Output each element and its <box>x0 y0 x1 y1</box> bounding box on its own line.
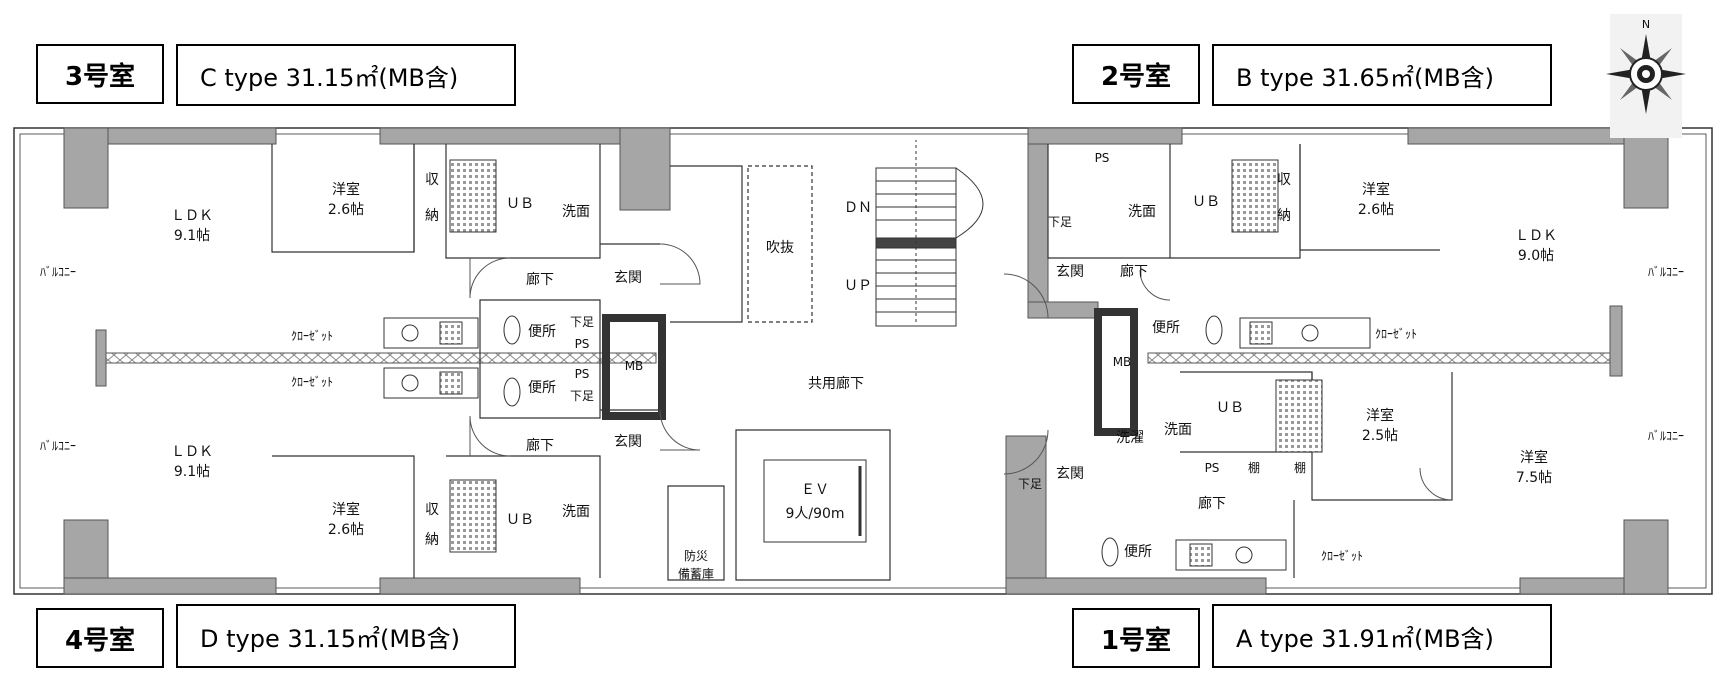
unit-number-1: 1号室 <box>1072 608 1200 668</box>
room-label-closet-2: ｸﾛｰｾﾞｯﾄ <box>1375 327 1417 341</box>
room-label-closet-3: ｸﾛｰｾﾞｯﾄ <box>291 329 333 343</box>
room-label-western-1b: 洋室 <box>1520 449 1548 466</box>
bathtub-1 <box>1275 379 1323 453</box>
room-label-area-3: 2.6帖 <box>328 202 364 218</box>
room-label-balcony-3: ﾊﾞﾙｺﾆｰ <box>40 265 76 279</box>
room-label-shoebox-4: 下足 <box>570 389 594 403</box>
room-label-area-2: 2.6帖 <box>1358 202 1394 218</box>
room-label-shelf-1a: 棚 <box>1248 460 1260 475</box>
unit-type-1: A type 31.91㎡(MB含) <box>1212 604 1552 668</box>
room-label-storage-top-2: 収 <box>1277 172 1291 188</box>
room-label-wash-4: 洗面 <box>562 504 590 520</box>
unit-type-2: B type 31.65㎡(MB含) <box>1212 44 1552 106</box>
room-label-ldk-area-4: 9.1帖 <box>174 464 210 480</box>
unit-type-4: D type 31.15㎡(MB含) <box>176 604 516 668</box>
elevator-label: ＥＶ <box>801 482 829 498</box>
room-label-corridor-3: 廊下 <box>526 271 554 288</box>
room-label-shelf-1b: 棚 <box>1294 460 1306 475</box>
room-label-western-3: 洋室 <box>332 181 360 198</box>
room-label-ldk-4: ＬＤＫ <box>171 444 213 460</box>
room-label-ub-1: ＵＢ <box>1216 400 1244 416</box>
elevator-shaft <box>763 459 867 543</box>
room-label-entrance-3: 玄関 <box>614 269 642 286</box>
room-label-toilet-1: 便所 <box>1124 544 1152 560</box>
room-label-storage-top-3: 収 <box>425 172 439 188</box>
stairs-up-label: ＵＰ <box>844 278 872 294</box>
room-label-ub-4: ＵＢ <box>506 512 534 528</box>
room-label-ldk-area-2: 9.0帖 <box>1518 248 1554 264</box>
room-label-ps-4: PS <box>575 367 590 381</box>
unit-type-3: C type 31.15㎡(MB含) <box>176 44 516 106</box>
room-label-ldk-area-3: 9.1帖 <box>174 228 210 244</box>
room-label-common-corridor: 共用廊下 <box>808 375 864 392</box>
room-label-ub-2: ＵＢ <box>1192 194 1220 210</box>
bathtub-2 <box>1231 159 1279 233</box>
room-label-toilet-2: 便所 <box>1152 320 1180 336</box>
elevator-capacity-label: 9人/90m <box>785 506 844 522</box>
room-label-laundry-1: 洗濯 <box>1116 430 1144 446</box>
room-label-entrance-4: 玄関 <box>614 433 642 450</box>
kitchen-3 <box>383 317 479 349</box>
room-label-void: 吹抜 <box>766 240 794 256</box>
door-swings <box>469 243 1453 501</box>
room-label-storage-top-4: 収 <box>425 502 439 518</box>
room-label-closet-4: ｸﾛｰｾﾞｯﾄ <box>291 375 333 389</box>
room-label-toilet-4: 便所 <box>528 380 556 396</box>
room-label-corridor-4: 廊下 <box>526 437 554 454</box>
room-label-ldk-2: ＬＤＫ <box>1515 228 1557 244</box>
disaster-storage-label-2: 備蓄庫 <box>678 566 714 581</box>
room-label-ps-2: PS <box>1095 151 1110 165</box>
room-label-entrance-1: 玄関 <box>1056 465 1084 482</box>
building-outline <box>13 127 1713 595</box>
room-label-closet-1: ｸﾛｰｾﾞｯﾄ <box>1321 549 1363 563</box>
partition-wall-right <box>1147 352 1621 364</box>
room-label-western-1a: 洋室 <box>1366 407 1394 424</box>
stairs-down-label: ＤＮ <box>844 200 872 216</box>
unit-number-4: 4号室 <box>36 608 164 668</box>
room-label-entrance-2: 玄関 <box>1056 263 1084 280</box>
room-label-toilet-3: 便所 <box>528 324 556 340</box>
room-label-storage-bottom-2: 納 <box>1277 208 1291 224</box>
room-label-wash-3: 洗面 <box>562 204 590 220</box>
unit-number-2: 2号室 <box>1072 44 1200 104</box>
room-label-shoebox-3: 下足 <box>570 315 594 329</box>
disaster-storage-label-1: 防災 <box>684 548 708 563</box>
interior-walls <box>271 144 1453 581</box>
fixtures <box>383 159 1371 571</box>
compass-north-label: N <box>1642 18 1650 31</box>
staircase <box>875 140 984 327</box>
room-label-wash-2: 洗面 <box>1128 204 1156 220</box>
room-label-area-4: 2.6帖 <box>328 522 364 538</box>
room-label-corridor-2: 廊下 <box>1120 263 1148 280</box>
room-label-ldk-3: ＬＤＫ <box>171 208 213 224</box>
room-label-area-1a: 2.5帖 <box>1362 428 1398 444</box>
room-label-wash-1: 洗面 <box>1164 422 1192 438</box>
bathtub-3 <box>449 159 497 233</box>
unit-number-3: 3号室 <box>36 44 164 104</box>
room-label-ub-3: ＵＢ <box>506 196 534 212</box>
structural-walls <box>63 127 1669 595</box>
room-label-corridor-1: 廊下 <box>1198 495 1226 512</box>
kitchen-4 <box>383 367 479 399</box>
room-label-balcony-1: ﾊﾞﾙｺﾆｰ <box>1648 429 1684 443</box>
room-label-storage-bottom-3: 納 <box>425 208 439 224</box>
room-label-western-2: 洋室 <box>1362 181 1390 198</box>
bathtub-4 <box>449 479 497 553</box>
room-label-ps-3: PS <box>575 337 590 351</box>
partition-wall-left <box>95 352 657 364</box>
room-label-ps-1: PS <box>1205 461 1220 475</box>
compass-rose: N <box>1606 14 1686 138</box>
room-label-storage-bottom-4: 納 <box>425 532 439 548</box>
room-label-mb-right: MB <box>1113 355 1132 369</box>
room-label-shoebox-1: 下足 <box>1018 477 1042 491</box>
room-label-shoebox-2: 下足 <box>1048 215 1072 229</box>
room-label-balcony-2: ﾊﾞﾙｺﾆｰ <box>1648 265 1684 279</box>
room-label-western-4: 洋室 <box>332 501 360 518</box>
room-label-balcony-4: ﾊﾞﾙｺﾆｰ <box>40 439 76 453</box>
room-label-area-1b: 7.5帖 <box>1516 470 1552 486</box>
room-labels: 洋室 2.6帖 ＬＤＫ 9.1帖 収 納 ＵＢ 洗面 廊下 玄関 便所 下足 P… <box>40 151 1684 581</box>
room-label-mb-left: MB <box>625 359 644 373</box>
